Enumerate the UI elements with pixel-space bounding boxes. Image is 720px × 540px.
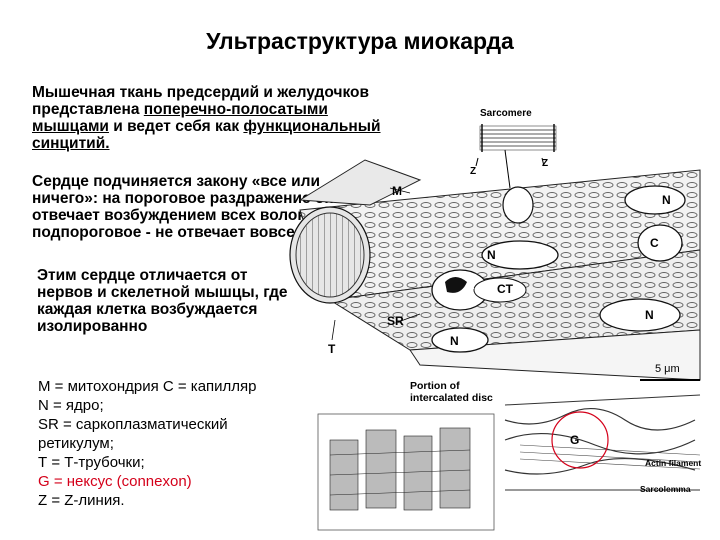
- myofibril-block-illustration: [317, 413, 495, 531]
- legend-item-nexus: G = нексус (connexon): [38, 473, 192, 490]
- legend-item: N = ядро;: [38, 397, 104, 414]
- paragraph-all-or-none: Сердце подчиняется закону «все или ничег…: [32, 173, 351, 241]
- connective-tissue-label: CT: [497, 282, 513, 296]
- nucleus-label: N: [450, 334, 459, 348]
- nuclei: [431, 185, 686, 353]
- intercalated-disc-diagram: [504, 394, 701, 491]
- actin-filament-label: Actin filament: [645, 458, 702, 468]
- nucleus-label: N: [662, 193, 671, 207]
- nucleus-label: N: [645, 308, 654, 322]
- scale-label: 5 μm: [655, 363, 680, 375]
- legend-item: Z = Z-линия.: [38, 492, 125, 509]
- paragraph-tissue: Мышечная ткань предсердий и желудочков п…: [32, 84, 392, 152]
- legend-item: ретикулум;: [38, 435, 114, 452]
- legend-item: SR = саркоплазматический: [38, 416, 228, 433]
- sarcomere-label: Sarcomere: [480, 108, 532, 119]
- gap-junction-label: G: [570, 433, 580, 447]
- sr-label: SR: [387, 314, 404, 328]
- legend-item: Т = Т-трубочки;: [38, 454, 145, 471]
- capillary-label: C: [466, 284, 475, 298]
- striated-muscle-term: поперечно-полосатыми мышцами: [32, 101, 328, 135]
- sarcolemma-label: Sarcolemma: [640, 484, 691, 494]
- mitochondria-label: M: [392, 184, 402, 198]
- intercalated-disc-label: Portion of intercalated disc: [410, 380, 493, 404]
- sarcomere-diagram: [475, 124, 557, 189]
- syncytium-term: функциональный синцитий.: [32, 118, 381, 152]
- paragraph-tissue-middle: и ведет себя как: [108, 118, 244, 135]
- paragraph-tissue-text: Мышечная ткань предсердий и желудочков п…: [32, 84, 369, 118]
- paragraph-comparison: Этим сердце отличается от нервов и скеле…: [37, 267, 288, 335]
- t-tubule-label: T: [328, 342, 336, 356]
- page-title: Ультраструктура миокарда: [206, 28, 514, 54]
- z-line-label: Z: [470, 166, 477, 177]
- z-line-label: Z: [542, 158, 549, 169]
- legend: М = митохондрия С = капилляр N = ядро; S…: [38, 377, 338, 510]
- legend-item: М = митохондрия С = капилляр: [38, 378, 257, 395]
- capillary-label: C: [650, 236, 659, 250]
- nucleus-label: N: [487, 248, 496, 262]
